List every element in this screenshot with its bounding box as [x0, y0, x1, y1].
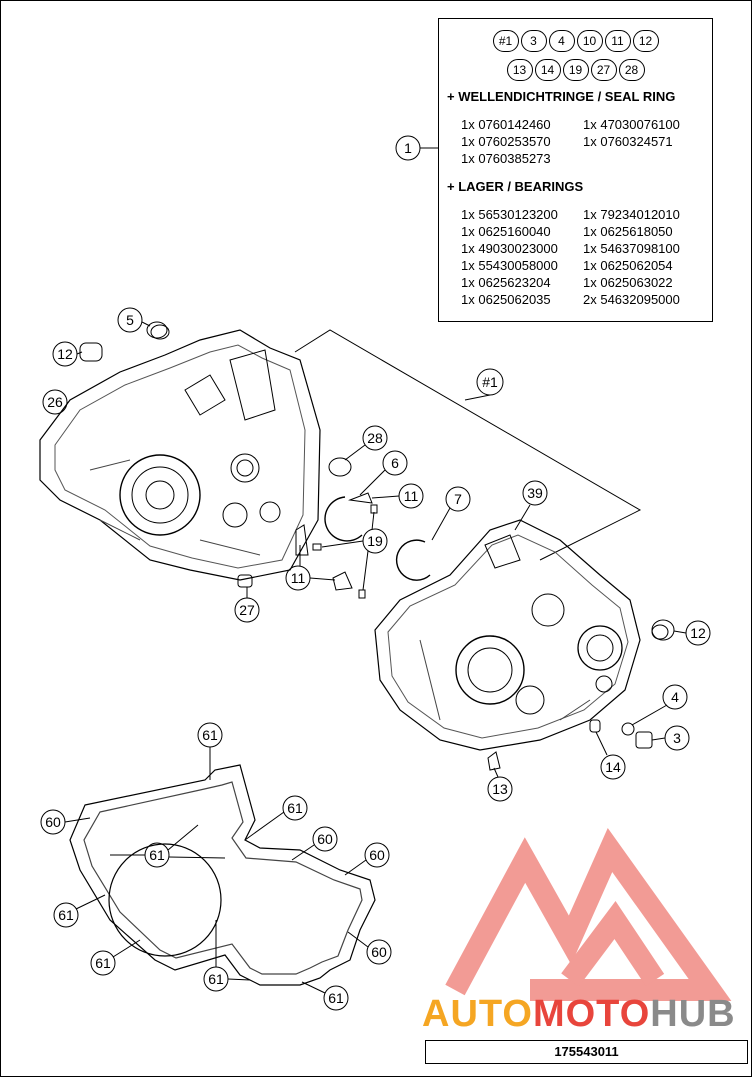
callout-label: 4 [671, 689, 679, 705]
part-number: 1x 0625062054 [583, 258, 673, 273]
callout-labels: 1 5 12 26 28 6 11 7 39 19 11 27 #1 12 4 … [45, 140, 706, 1006]
callout-label: 13 [492, 781, 508, 797]
badge: 4 [548, 30, 575, 52]
left-crankcase-half [39, 329, 321, 581]
badge: 12 [632, 30, 659, 52]
badge: 3 [520, 30, 547, 52]
part-number: 1x 55430058000 [461, 258, 558, 273]
part-number: 1x 49030023000 [461, 241, 558, 256]
callout-label: 61 [202, 727, 218, 743]
badge: 28 [618, 59, 645, 81]
callout-label: 7 [454, 491, 462, 507]
group-leader [464, 394, 491, 401]
badge: 14 [534, 59, 561, 81]
callout-label: 3 [673, 730, 681, 746]
callout-label: 26 [47, 394, 63, 410]
part-number: 1x 0625063022 [583, 275, 673, 290]
callout-label: 11 [404, 488, 419, 504]
callout-label: 28 [367, 430, 383, 446]
callout-label: 39 [527, 485, 543, 501]
callout-label: 14 [605, 759, 621, 775]
watermark-moto: MOTO [532, 993, 651, 1035]
callout-label: #1 [482, 374, 498, 390]
callout-label: 61 [328, 990, 344, 1006]
part-number: 1x 0625623204 [461, 275, 551, 290]
callout-label: 61 [287, 800, 303, 816]
part-number: 1x 0760385273 [461, 151, 551, 166]
callout-label: 60 [369, 847, 385, 863]
badge: 13 [506, 59, 533, 81]
callout-label: 60 [371, 944, 387, 960]
callout-label: 60 [317, 831, 333, 847]
callout-circles [40, 135, 711, 1011]
callout-label: 1 [404, 140, 412, 156]
bearing-part-list: 1x 56530123200 1x 79234012010 1x 0625160… [461, 206, 713, 308]
part-number: 1x 0760324571 [583, 134, 673, 149]
seal-part-list: 1x 0760142460 1x 47030076100 1x 07602535… [461, 116, 713, 167]
part-number: 1x 0760142460 [461, 117, 551, 132]
part-number: 1x 56530123200 [461, 207, 558, 222]
badge: 10 [576, 30, 603, 52]
badge: 19 [562, 59, 589, 81]
right-crankcase-half [374, 519, 641, 751]
part-number: 1x 0760253570 [461, 134, 551, 149]
callout-label: 61 [208, 971, 224, 987]
callout-label: 6 [391, 455, 399, 471]
callout-label: 5 [126, 312, 134, 328]
badge: 27 [590, 59, 617, 81]
callout-label: 61 [58, 907, 74, 923]
small-parts [79, 321, 675, 771]
watermark-hub: HUB [650, 993, 736, 1035]
callout-label: 27 [239, 602, 255, 618]
badge: 11 [604, 30, 631, 52]
part-number: 1x 0625618050 [583, 224, 673, 239]
callout-label: 60 [45, 814, 61, 830]
callout-label: 12 [690, 625, 706, 641]
seal-section-title: + WELLENDICHTRINGE / SEAL RING [447, 89, 676, 104]
callout-label: 61 [149, 847, 165, 863]
part-number: 1x 79234012010 [583, 207, 680, 222]
part-number: 1x 0625160040 [461, 224, 551, 239]
part-number: 1x 47030076100 [583, 117, 680, 132]
part-number: 1x 54637098100 [583, 241, 680, 256]
callout-label: 11 [291, 570, 306, 586]
part-number: 1x 0625062035 [461, 292, 551, 307]
watermark-logo-icon [445, 827, 732, 1001]
part-number: 2x 54632095000 [583, 292, 680, 307]
crankcase-gasket [69, 764, 376, 986]
badge: #1 [492, 30, 519, 52]
watermark-auto: AUTO [422, 993, 533, 1035]
bearing-section-title: + LAGER / BEARINGS [447, 179, 584, 194]
group-bracket [294, 329, 642, 561]
callout-label: 12 [57, 346, 73, 362]
callout-label: 61 [95, 955, 111, 971]
callout-label: 19 [367, 533, 383, 549]
watermark-text: AUTOMOTOHUB [422, 993, 736, 1036]
document-number: 175543011 [425, 1040, 748, 1064]
